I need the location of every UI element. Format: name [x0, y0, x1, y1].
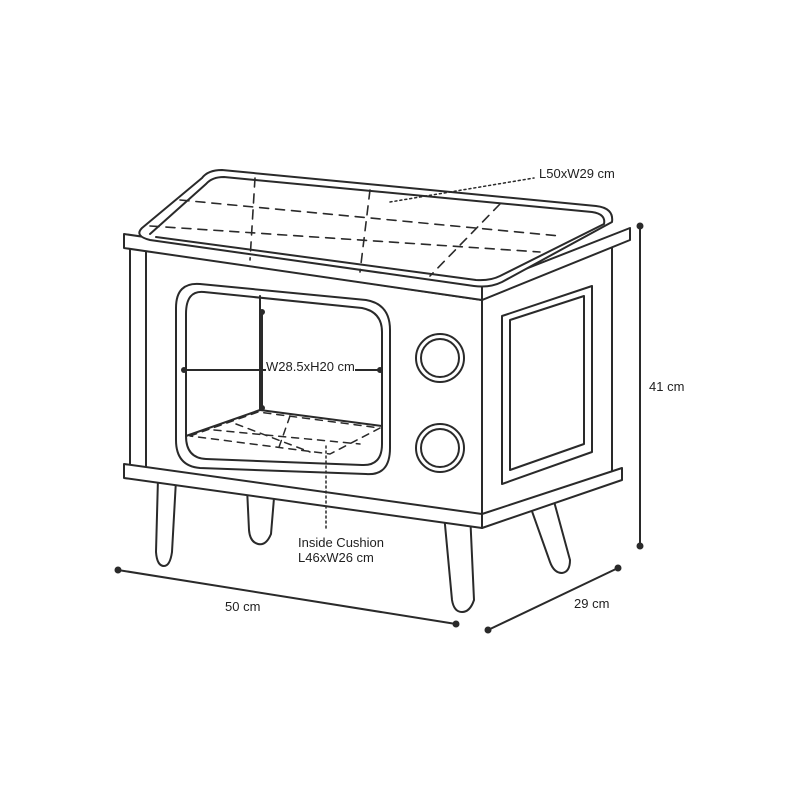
inside-cushion-title: Inside Cushion: [298, 535, 384, 550]
inside-cushion-size: L46xW26 cm: [298, 550, 374, 565]
width-dimension-label: 50 cm: [225, 599, 261, 614]
opening-height-dimension: [259, 309, 265, 411]
top-cushion-leader: [389, 177, 535, 203]
inside-cushion-label: Inside Cushion L46xW26 cm: [298, 535, 384, 565]
top-cushion-outline: [138, 169, 614, 288]
top-knob: [415, 333, 465, 383]
front-right-leg: [443, 511, 475, 613]
bottom-slab-side: [481, 467, 623, 529]
tv-knobs: [415, 333, 465, 473]
cabinet-legs: [155, 477, 571, 613]
back-right-leg: [527, 493, 571, 574]
inside-cushion: [189, 411, 381, 455]
top-slab-side: [481, 227, 631, 301]
front-left-leg: [155, 477, 177, 567]
opening-inner: [185, 290, 383, 467]
side-window: [501, 285, 593, 485]
depth-dimension-label: 29 cm: [574, 596, 610, 611]
top-cushion-dimension-label: L50xW29 cm: [539, 166, 615, 181]
bottom-knob: [415, 423, 465, 473]
opening-dimension-label: W28.5xH20 cm: [266, 359, 355, 374]
height-dimension-label: 41 cm: [649, 379, 685, 394]
back-left-leg: [246, 485, 276, 546]
overall-height-dimension: [636, 222, 644, 550]
top-cushion-quilting: [149, 177, 561, 277]
top-cushion: [138, 169, 614, 288]
overall-width-dimension: [114, 566, 460, 628]
overall-depth-dimension: [484, 564, 622, 634]
front-opening: [175, 282, 391, 476]
opening-outer: [175, 282, 391, 476]
